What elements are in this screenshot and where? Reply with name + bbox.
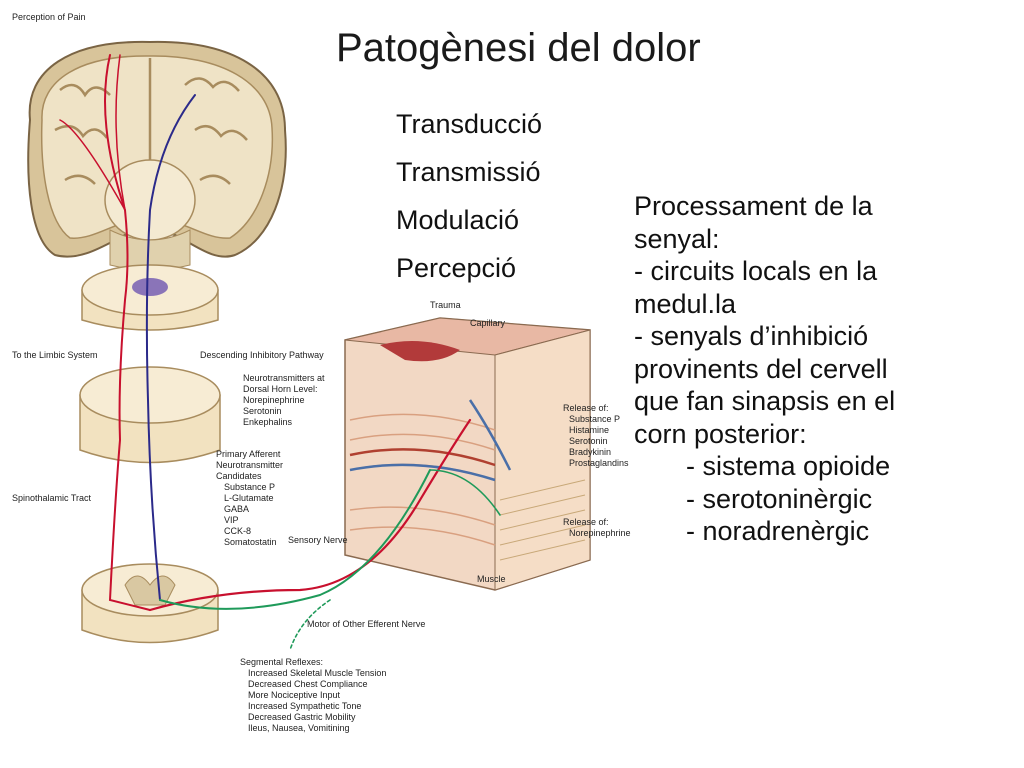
release2-item: Norepinephrine <box>569 528 631 538</box>
brain-section <box>27 40 287 271</box>
neuro-header-line: Neurotransmitters at <box>243 373 325 383</box>
label-muscle: Muscle <box>477 574 506 584</box>
processing-sub-item: - serotoninèrgic <box>686 483 873 514</box>
reflex-item: Decreased Gastric Mobility <box>248 712 356 722</box>
reflex-header: Segmental Reflexes: <box>240 657 324 667</box>
processing-line: senyal: <box>634 223 720 254</box>
release-item: Histamine <box>569 425 610 435</box>
label-trauma: Trauma <box>430 300 461 310</box>
processing-line: corn posterior: <box>634 418 807 449</box>
reflex-item: Decreased Chest Compliance <box>248 679 368 689</box>
reflex-item: More Nociceptive Input <box>248 690 341 700</box>
afferent-item: Substance P <box>224 482 276 492</box>
label-motor-nerve: Motor of Other Efferent Nerve <box>307 619 426 629</box>
figure-caption: Perception of Pain <box>12 12 86 22</box>
release-item: Serotonin <box>569 436 608 446</box>
afferent-item: GABA <box>224 504 250 514</box>
afferent-item: VIP <box>224 515 239 525</box>
label-release-norepinephrine: Release of: Norepinephrine <box>563 517 631 539</box>
label-descending-pathway: Descending Inhibitory Pathway <box>200 350 324 360</box>
processing-line: - senyals d’inhibició <box>634 321 869 351</box>
afferent-item: L-Glutamate <box>224 493 274 503</box>
afferent-header-line: Neurotransmitter <box>216 460 284 470</box>
release-item: Substance P <box>569 414 621 424</box>
processing-line: que fan sinapsis en el <box>634 386 896 416</box>
step-modulation: Modulació <box>396 205 520 235</box>
afferent-header-line: Primary Afferent <box>216 449 281 459</box>
process-steps: Transducció Transmissió Modulació Percep… <box>396 100 542 292</box>
afferent-item: CCK-8 <box>224 526 252 536</box>
reflex-item: Ileus, Nausea, Vomitining <box>248 723 350 733</box>
label-capillary: Capillary <box>470 318 506 328</box>
neuro-item: Serotonin <box>243 406 282 416</box>
label-spinothalamic-tract: Spinothalamic Tract <box>12 493 92 503</box>
step-transmission: Transmissió <box>396 157 541 187</box>
neuro-header-line: Dorsal Horn Level: <box>243 384 318 394</box>
nerve-pathways <box>59 54 501 651</box>
label-sensory-nerve: Sensory Nerve <box>288 535 348 545</box>
spinal-cord-sections <box>79 264 221 644</box>
processing-line: - circuits locals en la <box>634 256 878 286</box>
reflex-item: Increased Sympathetic Tone <box>248 701 362 711</box>
release2-header: Release of: <box>563 517 609 527</box>
reflex-item: Increased Skeletal Muscle Tension <box>248 668 387 678</box>
processing-sub-item: - sistema opioide <box>686 451 891 481</box>
neuro-item: Enkephalins <box>243 417 293 427</box>
processing-sub-item: - noradrenèrgic <box>686 516 870 546</box>
neuro-item: Norepinephrine <box>243 395 305 405</box>
signal-processing-text: Processament de la senyal: - circuits lo… <box>634 190 1019 548</box>
release-item: Bradykinin <box>569 447 612 457</box>
processing-line: medul.la <box>634 288 737 319</box>
processing-line: provinents del cervell <box>634 353 888 384</box>
label-release-mediators: Release of: Substance P Histamine Seroto… <box>563 403 629 469</box>
label-segmental-reflexes: Segmental Reflexes: Increased Skeletal M… <box>240 657 386 734</box>
label-primary-afferent: Primary Afferent Neurotransmitter Candid… <box>216 449 283 548</box>
slide-title: Patogènesi del dolor <box>336 26 701 70</box>
label-neurotransmitters: Neurotransmitters at Dorsal Horn Level: … <box>243 373 325 428</box>
step-transduction: Transducció <box>396 109 543 139</box>
release-item: Prostaglandins <box>569 458 629 468</box>
release-header: Release of: <box>563 403 609 413</box>
afferent-item: Somatostatin <box>224 537 277 547</box>
afferent-header-line: Candidates <box>216 471 262 481</box>
label-limbic-system: To the Limbic System <box>12 350 98 360</box>
step-perception: Percepció <box>396 253 517 283</box>
processing-line: Processament de la <box>634 191 873 221</box>
